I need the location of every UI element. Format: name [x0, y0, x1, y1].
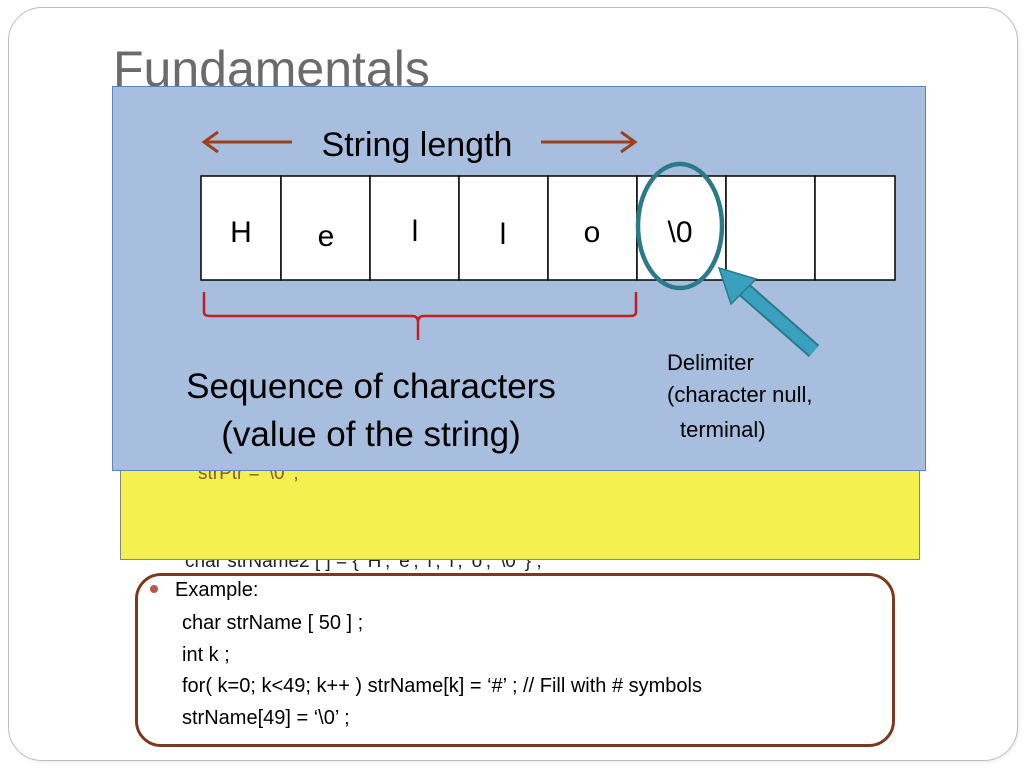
delimiter-label-line-2: (character null,: [667, 382, 813, 407]
code-line-partial-2: char strName2 [ ] = { 'H', 'e', 'l', 'l'…: [185, 551, 542, 572]
delimiter-pointer-arrow: [717, 266, 820, 358]
example-code-line-2: int k ;: [182, 644, 230, 666]
sequence-brace: [202, 292, 638, 340]
cell-char-5: \0: [667, 216, 692, 249]
cell-char-0: H: [230, 216, 252, 249]
delimiter-label-line-3: terminal): [680, 417, 766, 442]
cell-7: [814, 175, 896, 281]
string-length-label: String length: [322, 126, 513, 164]
cell-char-3: l: [500, 218, 507, 251]
delimiter-label-line-1: Delimiter: [667, 350, 754, 375]
example-box: [135, 573, 895, 747]
cell-char-2: l: [412, 215, 419, 248]
example-code-line-4: strName[49] = ‘\0’ ;: [182, 707, 350, 729]
slide-title: Fundamentals: [113, 41, 430, 97]
sequence-label-line-2: (value of the string): [221, 415, 521, 454]
example-heading: Example:: [175, 579, 259, 601]
cell-6: [725, 175, 816, 281]
cell-3: [458, 175, 549, 281]
length-arrow-left: [201, 130, 292, 154]
cell-char-1: e: [318, 220, 335, 253]
cell-0: [200, 175, 282, 281]
bullet-icon: [150, 585, 158, 593]
example-code-line-3: for( k=0; k<49; k++ ) strName[k] = ‘#’ ;…: [182, 675, 702, 697]
cell-char-4: o: [584, 216, 601, 249]
cell-5: [636, 175, 727, 281]
cell-1: [280, 175, 371, 281]
delimiter-circle: [635, 161, 725, 291]
example-code-line-1: char strName [ 50 ] ;: [182, 612, 364, 634]
sequence-label-line-1: Sequence of characters: [186, 367, 556, 406]
string-cells: H e l l o \0: [200, 175, 896, 281]
length-arrow-right: [541, 130, 638, 154]
cell-2: [369, 175, 460, 281]
